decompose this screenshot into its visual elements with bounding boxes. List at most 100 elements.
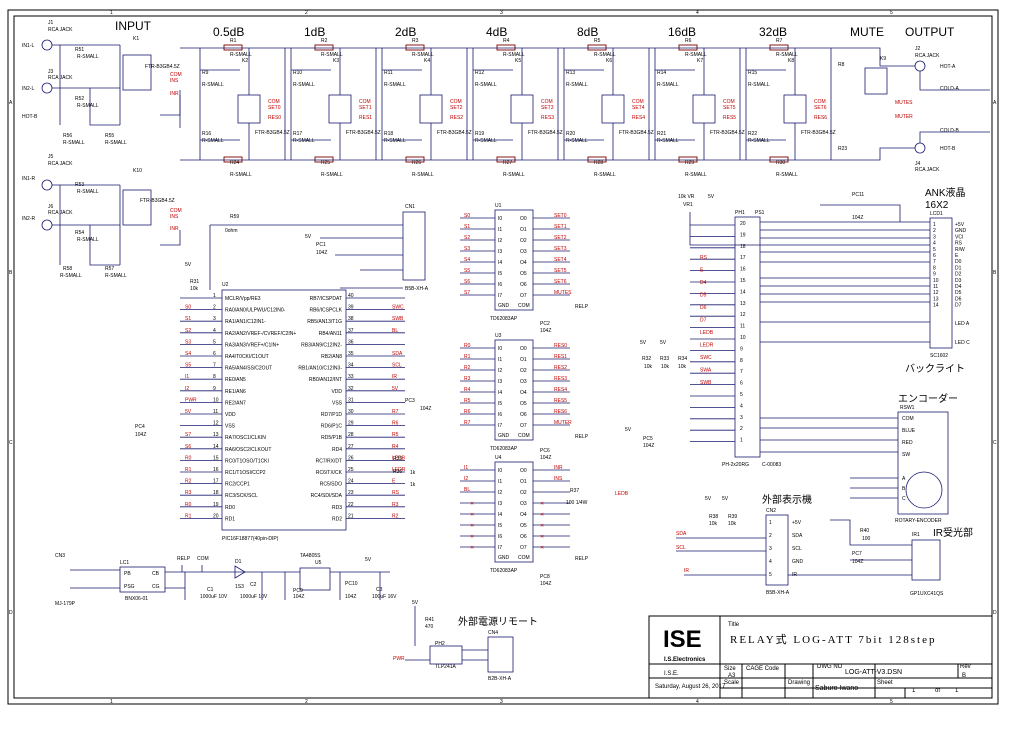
ph1-net-e: E — [700, 268, 704, 274]
mcu-right-pin-net-21: R2 — [392, 513, 399, 519]
k10-part: FTR-B3GB4.5Z — [140, 198, 175, 204]
ladder-top-resistor-2 — [405, 44, 425, 51]
ladder-mid-value-1: R-SMALL — [293, 82, 315, 88]
ladder-top-resistor-1 — [314, 44, 334, 51]
ph2-ref: PH2 — [435, 641, 445, 647]
ladder-low-ref-5: R29 — [685, 160, 694, 166]
lcd-pin-num-9: 10 — [933, 278, 939, 284]
ladder-set-net-5: SET5 — [723, 105, 736, 111]
ph1-pin-num-1: 1 — [740, 438, 743, 444]
u3-in-pin-6: I6 — [498, 412, 502, 418]
mcu-right-pin-num-31: 31 — [348, 397, 354, 403]
u3-pc6-value: 104Z — [540, 455, 551, 461]
encoder-pin-b: B — [902, 486, 906, 492]
r32-value: 10k — [644, 364, 653, 370]
encoder-pin-a: A — [902, 476, 906, 482]
pc7-value: 104Z — [852, 559, 863, 565]
c2-value: 1000uF 10V — [240, 594, 268, 600]
encoder-pin-red: RED — [902, 440, 913, 446]
mcu-right-pin-net-37: BL — [392, 328, 398, 334]
mcu-part: PIC16F18877(40pin-DIP) — [222, 536, 279, 542]
lcd-module: ANK液晶 16X2 LCD1 SC1602 +5V1GND2VCI3RS4R/… — [678, 186, 970, 375]
u4-in-pin-4: I4 — [498, 512, 502, 518]
u4-in-net-2: BL — [464, 487, 470, 493]
mcu-left-pin-num-16: 16 — [213, 467, 219, 473]
j5-ref: J5 — [48, 154, 54, 160]
u1-out-pin-6: O6 — [520, 282, 527, 288]
ph1-net-d6: D6 — [700, 305, 707, 311]
lc1-body — [119, 566, 166, 593]
ladder-cell-2: R3R-SMALLR11R-SMALLK4COMSET2RES2FTR-B3GB… — [381, 38, 472, 178]
mcu-left-pin-net-7: S5 — [185, 363, 191, 369]
ladder-com-net-2: COM — [450, 99, 462, 105]
ladder-low-resistor-2 — [405, 156, 425, 163]
lc1-pin-psg: PSG — [124, 584, 135, 590]
ladder-bot-value-5: R-SMALL — [657, 138, 679, 144]
ladder-top-ref-1: R2 — [321, 38, 328, 44]
mcu-left-pin-net-9: I2 — [185, 386, 189, 392]
ladder-top-value-0: R-SMALL — [230, 52, 252, 58]
r56-value: R-SMALL — [63, 140, 85, 146]
title-label: Title — [728, 622, 740, 628]
r57-value: R-SMALL — [105, 273, 127, 279]
ph2-body — [429, 645, 463, 665]
sheet-of: of — [935, 688, 940, 694]
r35-ref: R35 — [393, 456, 402, 462]
ladder-mid-ref-0: R9 — [202, 70, 209, 76]
j5-net: IN1-R — [22, 176, 35, 182]
ladder-bot-value-1: R-SMALL — [293, 138, 315, 144]
ladder-top-resistor-6 — [769, 44, 789, 51]
hot-a-label: HOT-A — [940, 64, 956, 70]
size-label: Size — [724, 666, 736, 672]
zone-col-top-1: 1 — [110, 10, 113, 16]
mcu-left-pin-num-18: 18 — [213, 490, 219, 496]
ladder-relay-coil-3 — [510, 94, 534, 124]
k1-inr-net: INR — [170, 91, 179, 97]
cn4-body — [487, 636, 514, 673]
lcd-pin-num-8: 9 — [933, 272, 936, 278]
ladder-relay-ref-5: K7 — [697, 58, 703, 64]
output-section: J2 RCA JACK HOT-A COLD-A COLD-B HOT-B J4… — [825, 46, 990, 173]
mcu-right-pin-name-21: RD2 — [332, 516, 342, 522]
u1-gnd: GND — [498, 303, 510, 309]
u3-in-pin-5: I5 — [498, 401, 502, 407]
ir-part: GP1UXC41QS — [910, 591, 944, 597]
org-name: I.S.E. — [664, 671, 679, 677]
mcu-right-pin-num-30: 30 — [348, 409, 354, 415]
ladder-com-net-4: COM — [632, 99, 644, 105]
ph1-ref: PH1 — [735, 210, 745, 216]
encoder-pin-c: C — [902, 496, 906, 502]
title-block-frame — [648, 615, 993, 699]
u4-ledb-net: LEDB — [615, 491, 629, 497]
ladder-set-net-1: SET1 — [359, 105, 372, 111]
u4-r37-value: 100 1/4W — [566, 500, 588, 506]
u4-nc-in-7: ✕ — [470, 545, 474, 551]
ext-sda-net: SDA — [676, 531, 687, 537]
u1-out-pin-1: O1 — [520, 227, 527, 233]
mcu-right-pin-name-26: RC7/RX/DT — [316, 458, 342, 464]
u4-r37-ref: R37 — [570, 488, 579, 494]
d1-ref: D1 — [235, 559, 242, 565]
r36-value: 1k — [410, 482, 416, 488]
u1-in-net-5: S5 — [464, 268, 470, 274]
u3-in-pin-1: I1 — [498, 357, 502, 363]
ladder-set-net-0: SET0 — [268, 105, 281, 111]
jack-j4-symbol — [914, 142, 926, 154]
diode-d1-symbol — [234, 565, 246, 579]
mcu-left-pin-net-20: R1 — [185, 513, 192, 519]
ladder-low-value-0: R-SMALL — [230, 172, 252, 178]
u3-out-net-5: RES5 — [554, 398, 567, 404]
r34-value: 10k — [678, 364, 687, 370]
u1-in-pin-3: I3 — [498, 249, 502, 255]
ext-scl-net: SCL — [676, 545, 686, 551]
ph1-pin-num-7: 7 — [740, 369, 743, 375]
mcu-right-pin-num-34: 34 — [348, 363, 354, 369]
ph1-net-swa: SWA — [700, 368, 712, 374]
lcd-led-c: LED C — [955, 340, 970, 346]
muter-net: MUTER — [895, 114, 913, 120]
lcd-title2: 16X2 — [925, 200, 949, 211]
ext-ref: CN2 — [766, 508, 776, 514]
ladder-wires-6 — [745, 48, 832, 160]
